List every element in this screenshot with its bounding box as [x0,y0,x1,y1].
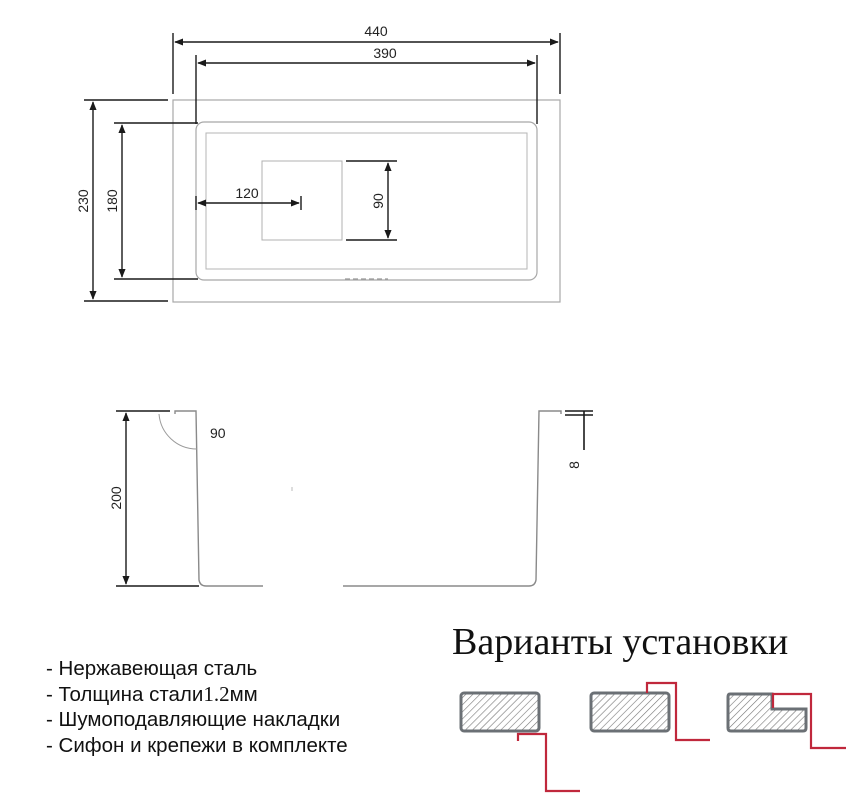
dim-bowl-width: 390 [373,45,397,61]
feature-item: - Сифон и крепежи в комплекте [46,733,348,757]
dim-drain-offset: 120 [235,185,259,201]
sink-profile-line [645,681,710,742]
sink-profile-line [771,692,846,750]
sink-profile-left [174,410,263,587]
dim-drain-size: 90 [370,193,386,209]
sink-profile-right [343,410,562,587]
countertop-section [459,691,541,733]
installation-variant-top-mount [589,681,710,742]
features-list: - Нержавеющая сталь - Толщина стали1.2мм… [46,656,348,758]
installation-variant-undermount [459,691,580,793]
dim-bowl-depth: 180 [104,189,120,213]
dim-flange-thickness: 8 [566,461,582,469]
feature-item: - Шумоподавляющие накладки [46,708,341,731]
dim-height: 200 [108,486,124,510]
bowl-inner-outline [205,132,528,270]
feature-item: - Нержавеющая сталь [46,657,258,680]
countertop-section [589,691,671,733]
side-view: 90 200 8 [108,410,593,587]
dim-overall-depth: 230 [75,189,91,213]
steel-thickness-value: 1.2 [203,681,230,706]
countertop-section [726,692,808,733]
drain-outline [261,160,343,241]
angle-arc [158,413,198,450]
installation-title: Варианты установки [452,621,789,663]
steel-thickness-unit: мм [229,682,258,706]
feature-item: - Толщина стали1.2мм [46,681,258,706]
dim-overall-width: 440 [364,23,388,39]
top-view: 440 390 230 180 120 90 [75,23,561,303]
dim-corner-angle: 90 [210,425,226,441]
sink-outer-outline [172,99,561,303]
bowl-outline [195,121,538,281]
sink-profile-line [516,732,580,793]
installation-variant-flush-mount [726,692,846,750]
